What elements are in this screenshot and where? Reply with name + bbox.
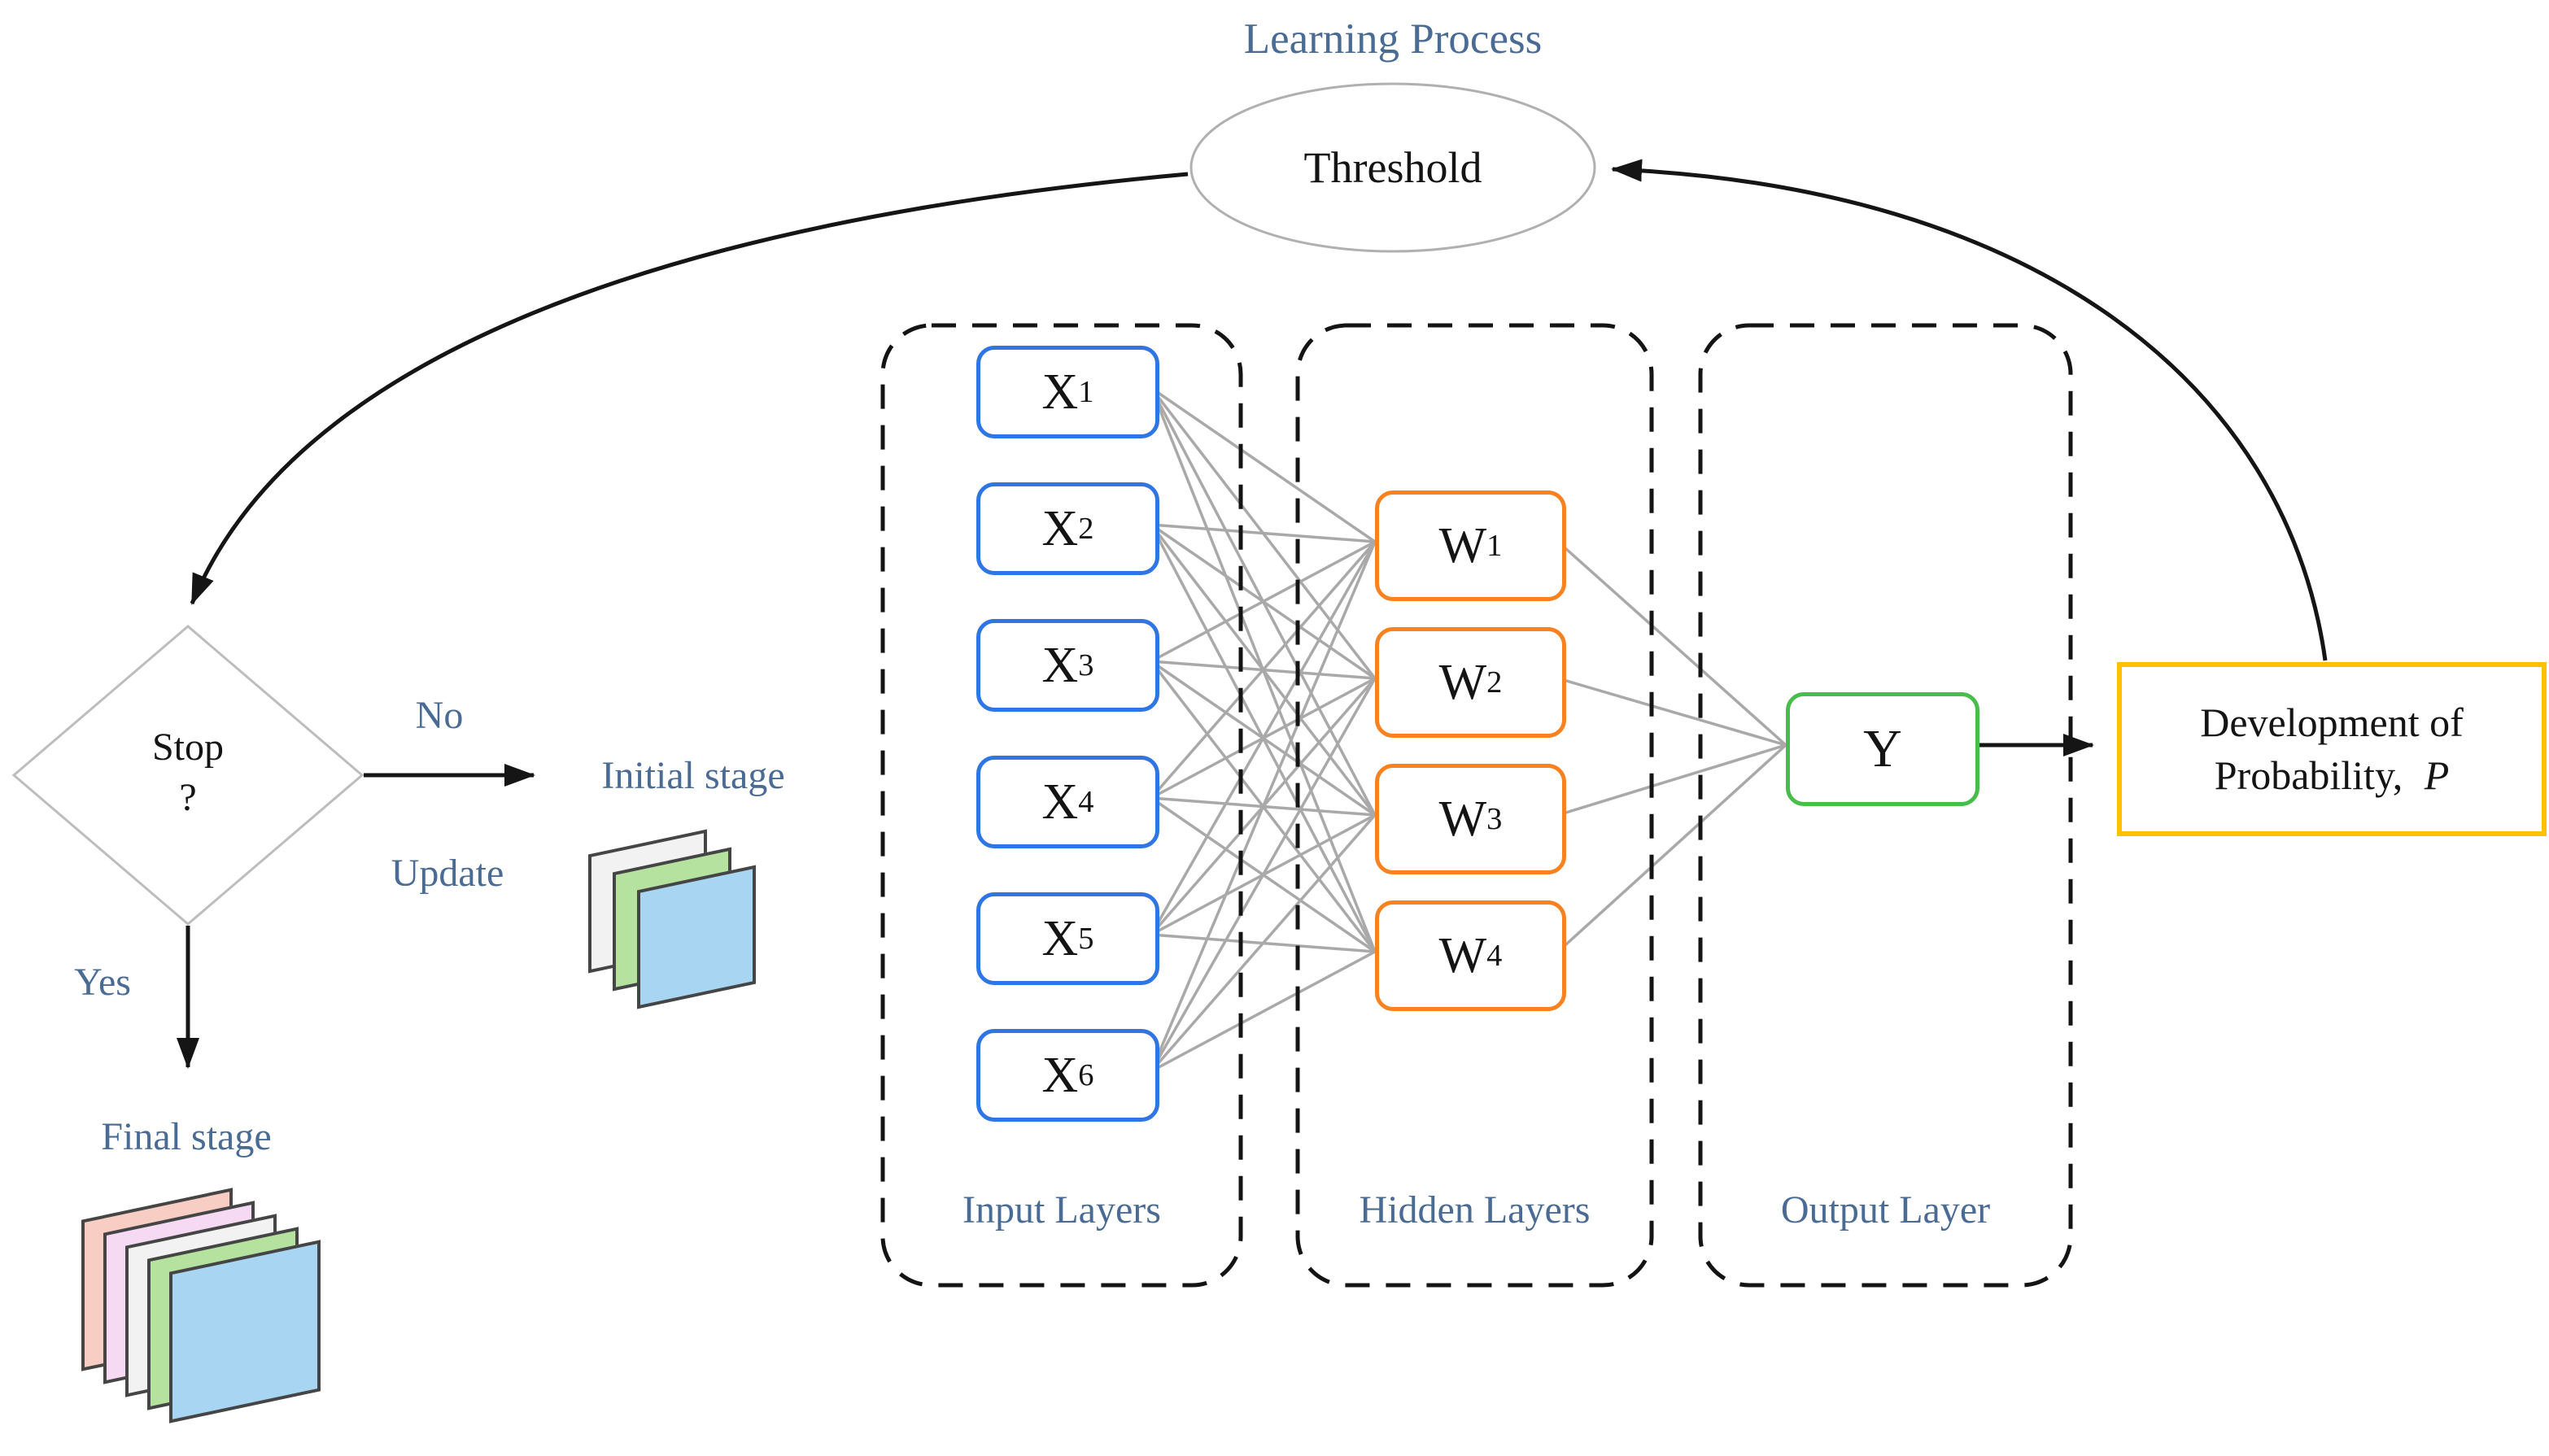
- connection-line: [1150, 540, 1377, 800]
- layer-panel: [637, 865, 756, 1009]
- connection-line: [1150, 540, 1376, 663]
- output-layer-title: Output Layer: [1780, 1188, 1991, 1231]
- connection-line: [1150, 523, 1376, 543]
- node-label: X: [1041, 774, 1079, 830]
- node-label: W: [1438, 654, 1487, 710]
- connection-line: [1150, 541, 1377, 935]
- initial-stage-label: Initial stage: [601, 754, 785, 797]
- connection-line: [1556, 743, 1787, 953]
- connection-line: [1557, 743, 1787, 817]
- stop-question-label: Stop ?: [25, 722, 351, 823]
- node-label: X: [1041, 637, 1079, 693]
- input-layers-title: Input Layers: [962, 1188, 1161, 1231]
- node-label: X: [1041, 1047, 1079, 1103]
- input-layer-container: [880, 323, 1243, 1288]
- node-label: X: [1041, 364, 1079, 420]
- feedback-curve-to-threshold: [1611, 159, 2328, 661]
- connection-line: [1557, 677, 1787, 747]
- connection-line: [1150, 813, 1377, 1073]
- node-label: W: [1438, 517, 1487, 573]
- stop-question-line1: Stop: [151, 726, 225, 769]
- connection-line: [1150, 541, 1377, 1072]
- feedback-curve-to-diamond: [190, 172, 1189, 605]
- development-line1: Development of: [2200, 700, 2464, 745]
- final-stage-layers-icon: [81, 1188, 325, 1448]
- update-label: Update: [391, 852, 504, 895]
- threshold-label: Threshold: [1303, 143, 1482, 192]
- connection-line: [1150, 950, 1376, 1073]
- hidden-layer-container: [1295, 323, 1654, 1288]
- learning-process-label: Learning Process: [1243, 15, 1543, 63]
- stop-diamond: [11, 625, 364, 926]
- development-line2: Probability,: [2214, 752, 2403, 798]
- node-label: Y: [1863, 719, 1902, 778]
- initial-stage-layers-icon: [588, 829, 756, 1009]
- stop-question-line2: ?: [179, 776, 197, 819]
- development-probability-box: Development of Probability, P: [2117, 662, 2547, 836]
- node-label: X: [1041, 910, 1079, 966]
- final-stage-label: Final stage: [101, 1115, 272, 1158]
- output-node-y: Y: [1786, 692, 1979, 806]
- threshold-ellipse: [1189, 82, 1596, 253]
- connection-line: [1556, 540, 1787, 747]
- node-label: W: [1438, 927, 1487, 983]
- layer-panel: [169, 1240, 321, 1423]
- node-label: X: [1041, 500, 1079, 556]
- node-label: W: [1438, 791, 1487, 847]
- output-layer-container: [1698, 323, 2073, 1288]
- development-variable: P: [2424, 752, 2450, 798]
- no-label: No: [415, 694, 464, 737]
- yes-label: Yes: [74, 961, 131, 1004]
- network-connections: [1150, 386, 1787, 1073]
- connection-line: [1150, 386, 1376, 543]
- hidden-layers-title: Hidden Layers: [1359, 1188, 1591, 1231]
- connection-line: [1150, 678, 1377, 1072]
